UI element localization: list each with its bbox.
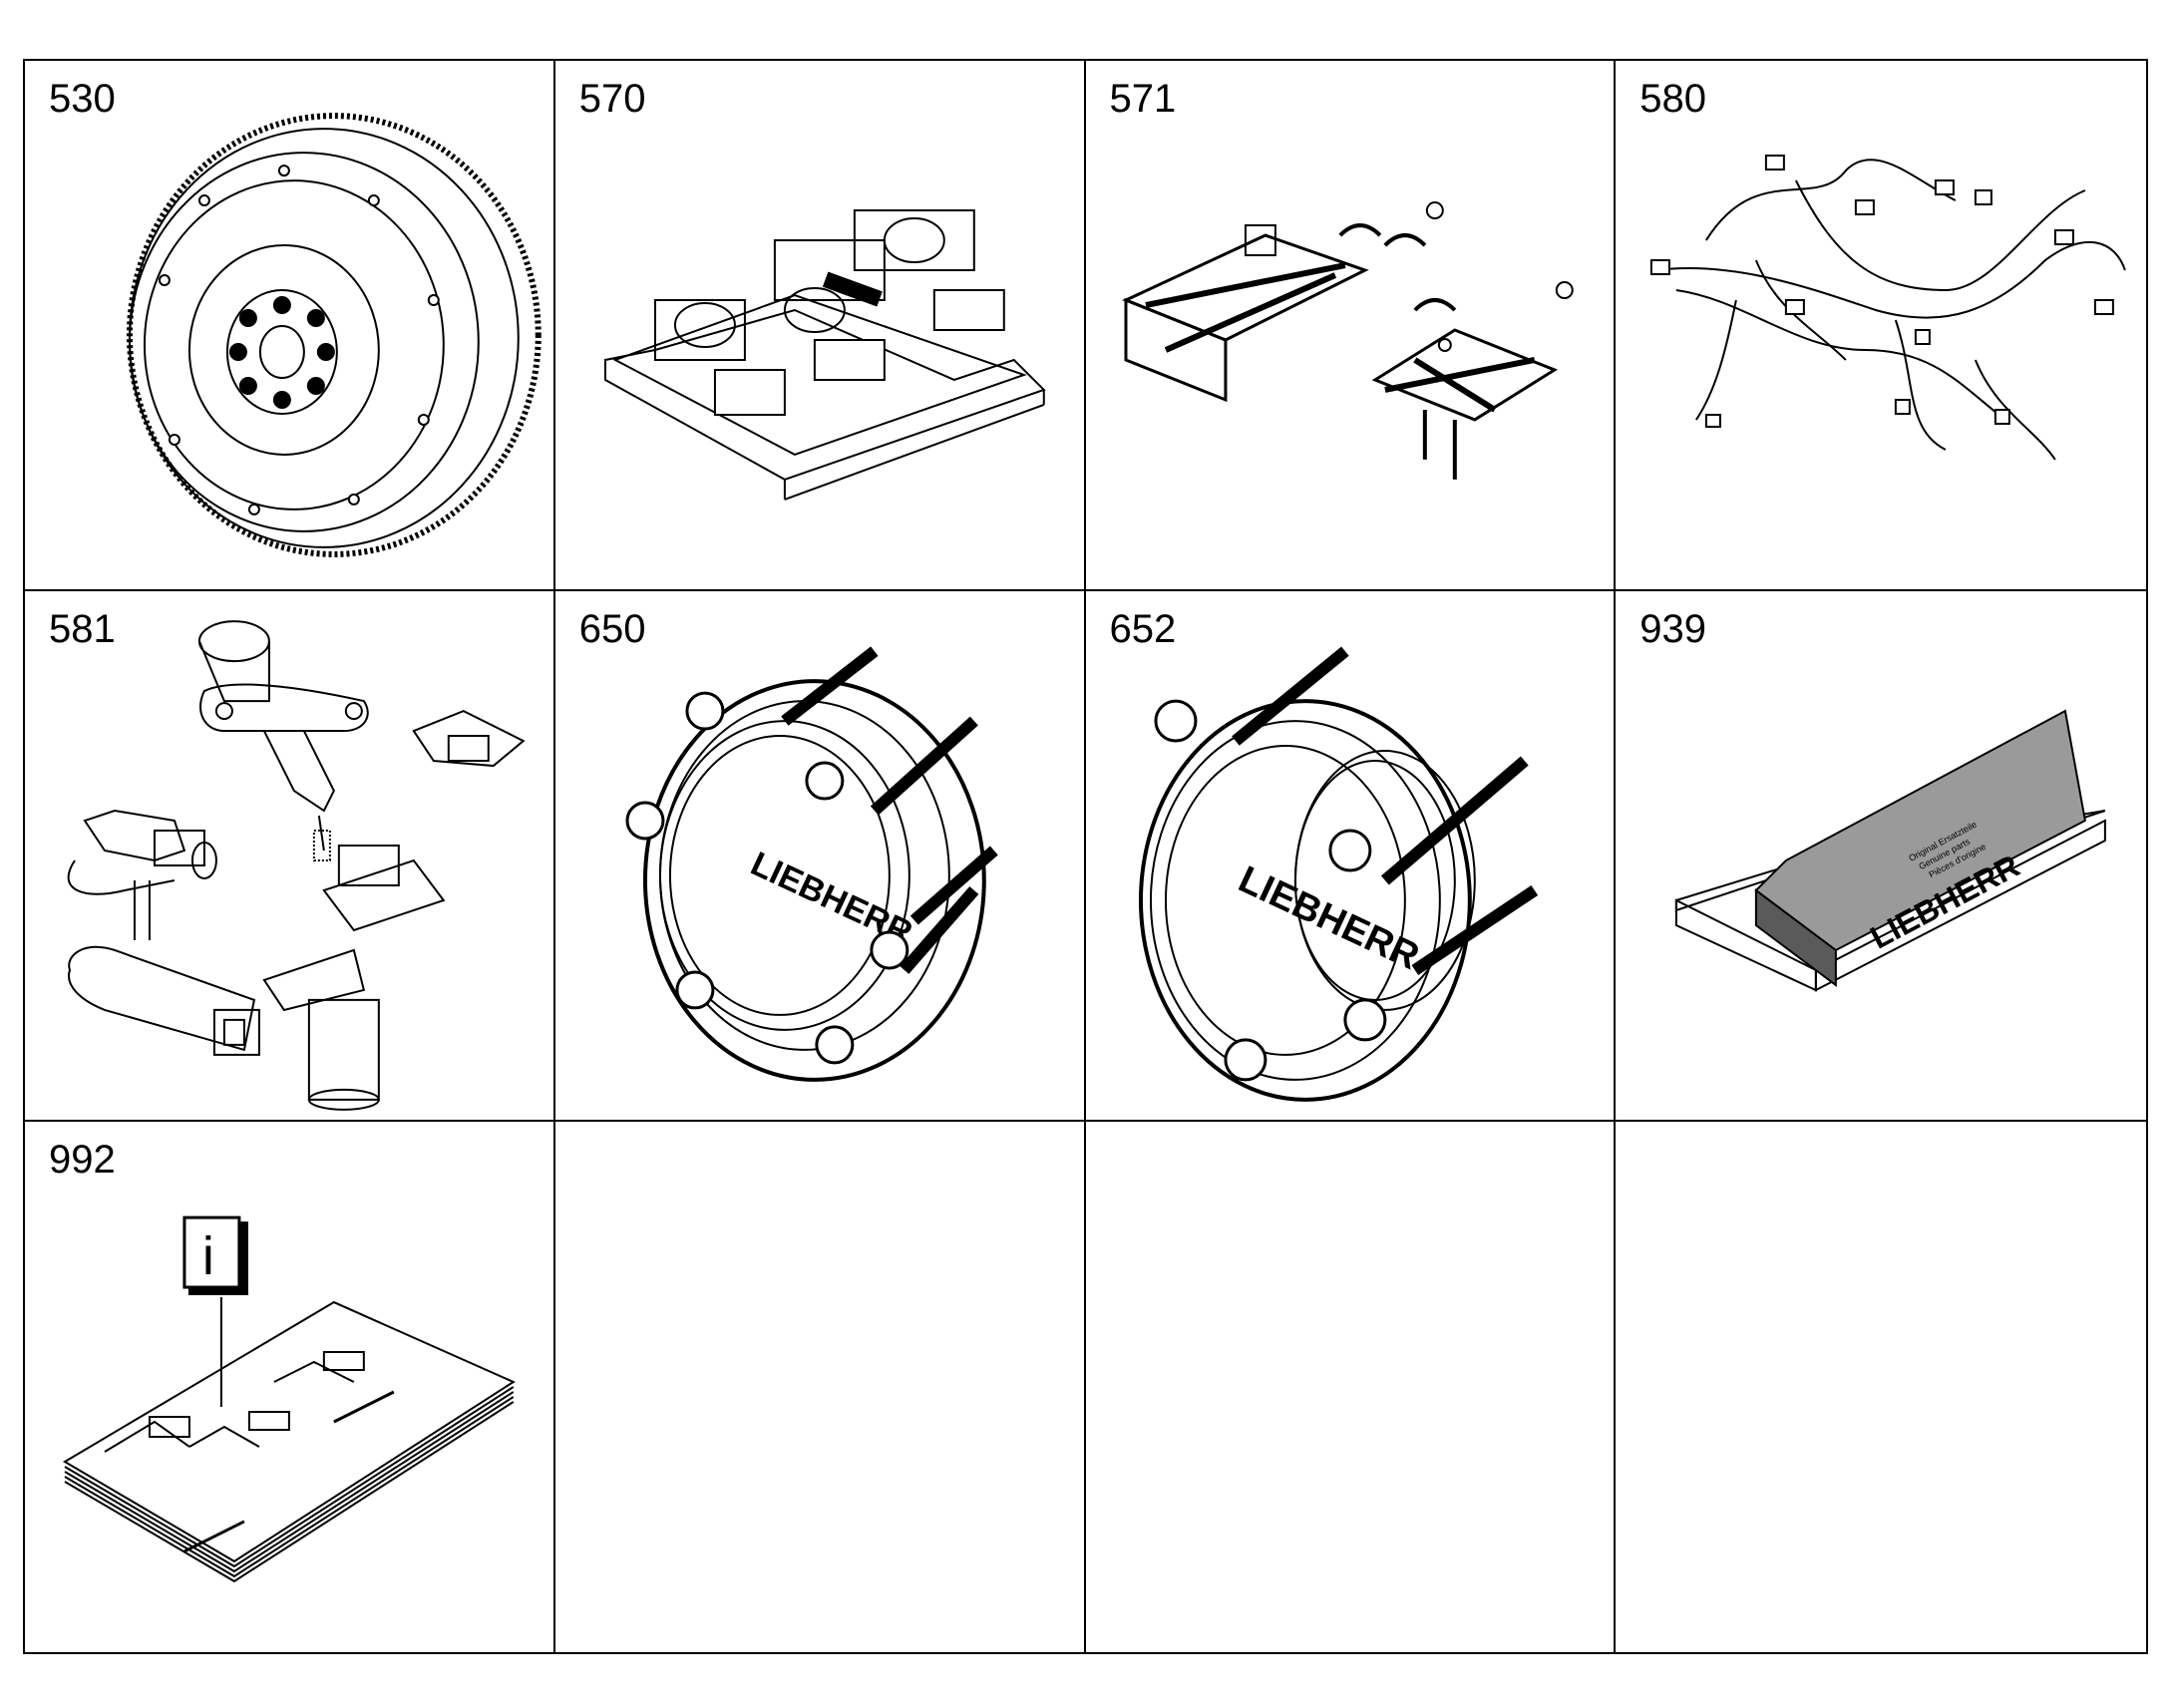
catalog-cell-580[interactable]: 580 [1616,61,2146,591]
hub-flange-icon: LIEBHERR [555,591,1084,1120]
part-number: 650 [578,607,646,651]
part-number: 652 [1109,607,1177,651]
catalog-cell-570[interactable]: 570 [554,61,1086,591]
catalog-cell-530[interactable]: 530 [25,61,555,591]
mounting-bracket-icon [1086,61,1615,589]
catalog-cell-939[interactable]: 939 Original Ersatzteile Genuine parts P… [1616,591,2146,1122]
flywheel-icon [25,61,553,589]
catalog-cell-581[interactable]: 581 [25,591,555,1122]
catalog-cell-652[interactable]: 652 LIEBHERR [1085,591,1617,1122]
parts-kit-box-icon: Original Ersatzteile Genuine parts Pièce… [1616,591,2146,1120]
control-unit-icon [555,61,1084,589]
wiring-harness-icon [1616,61,2146,589]
part-number: 570 [578,77,646,121]
info-symbol: i [202,1226,214,1286]
part-number: 571 [1109,77,1177,121]
part-number: 992 [49,1138,116,1182]
parts-catalog-grid: 530 [23,59,2148,1654]
catalog-cell-650[interactable]: 650 LIEBHERR [554,591,1086,1122]
part-number: 939 [1639,607,1706,651]
part-number: 530 [49,77,116,121]
part-number: 580 [1639,77,1706,121]
catalog-cell-empty [1086,1122,1617,1652]
sensors-icon [25,591,553,1120]
catalog-cell-571[interactable]: 571 [1085,61,1617,591]
part-number: 581 [49,607,116,651]
catalog-cell-empty [1616,1122,2146,1652]
catalog-cell-empty [555,1122,1086,1652]
documentation-icon: i [25,1122,553,1652]
hub-flange-icon: LIEBHERR [1086,591,1615,1120]
catalog-cell-992[interactable]: 992 i [25,1122,555,1652]
